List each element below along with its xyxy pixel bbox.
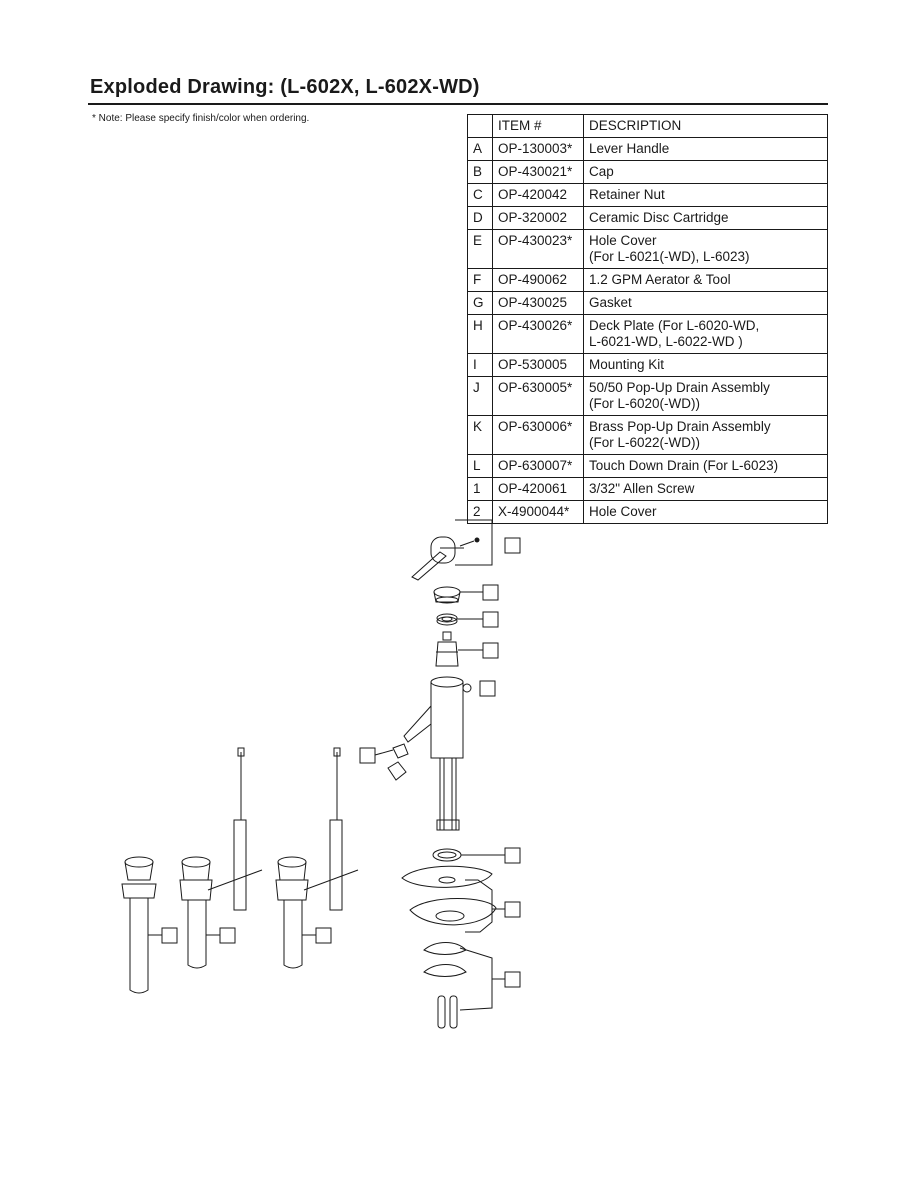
row-description-line-2: (For L-6021(-WD), L-6023) <box>589 249 750 264</box>
row-item-number: OP-320002 <box>492 206 584 230</box>
drain-assembly-k-icon <box>275 747 359 969</box>
row-description-line: Deck Plate (For L-6020-WD, <box>589 318 760 333</box>
row-description-line: Lever Handle <box>589 141 670 156</box>
row-item-number: OP-430023* <box>492 229 584 269</box>
row-item-number: OP-490062 <box>492 268 584 292</box>
header-item: ITEM # <box>492 114 584 138</box>
row-description-line: Ceramic Disc Cartridge <box>589 210 729 225</box>
row-key: A <box>467 137 493 161</box>
row-description-line: Retainer Nut <box>589 187 665 202</box>
deck-plate-icon <box>401 865 493 888</box>
row-key: B <box>467 160 493 184</box>
page-title: Exploded Drawing: (L-602X, L-602X-WD) <box>90 76 480 98</box>
row-description: Retainer Nut <box>583 183 828 207</box>
deck-plate-base-icon <box>409 898 497 926</box>
aerator-icon <box>387 743 409 781</box>
screw-leader <box>459 540 475 547</box>
row-description-line: Brass Pop-Up Drain Assembly <box>589 419 771 434</box>
faucet-body-icon <box>403 676 472 831</box>
row-description: Hole Cover(For L-6021(-WD), L-6023) <box>583 229 828 269</box>
row-key: J <box>467 376 493 416</box>
lever-handle-icon <box>411 536 464 581</box>
row-description: 3/32" Allen Screw <box>583 477 828 501</box>
cap-icon <box>433 586 461 604</box>
row-description-line: 1.2 GPM Aerator & Tool <box>589 272 731 287</box>
row-key: D <box>467 206 493 230</box>
hole-cover-icon <box>462 683 472 693</box>
drain-assembly-j-icon <box>179 747 263 969</box>
gasket-icon <box>432 848 462 862</box>
row-description-line: 3/32" Allen Screw <box>589 481 695 496</box>
row-description: 50/50 Pop-Up Drain Assembly(For L-6020(-… <box>583 376 828 416</box>
row-item-number: OP-430025 <box>492 291 584 315</box>
retainer-nut-icon <box>436 613 458 626</box>
row-description-line-2: (For L-6022(-WD)) <box>589 435 701 450</box>
row-description-line-2: L-6021-WD, L-6022-WD ) <box>589 334 743 349</box>
row-description-line: Mounting Kit <box>589 357 665 372</box>
row-description: Ceramic Disc Cartridge <box>583 206 828 230</box>
row-key: I <box>467 353 493 377</box>
row-item-number: OP-420061 <box>492 477 584 501</box>
row-description: Brass Pop-Up Drain Assembly(For L-6022(-… <box>583 415 828 455</box>
row-key: C <box>467 183 493 207</box>
deck-plate-bracket <box>465 879 493 933</box>
screw-callout-frame <box>455 519 493 566</box>
mounting-kit-icon <box>423 942 467 1029</box>
row-description: Touch Down Drain (For L-6023) <box>583 454 828 478</box>
row-description-line-2: (For L-6020(-WD)) <box>589 396 701 411</box>
row-item-number: OP-130003* <box>492 137 584 161</box>
cartridge-icon <box>435 631 459 667</box>
row-key: E <box>467 229 493 269</box>
mounting-kit-bracket <box>459 947 493 1011</box>
allen-screw-icon <box>474 537 480 543</box>
order-note: * Note: Please specify finish/color when… <box>92 113 310 124</box>
row-description-line: Gasket <box>589 295 632 310</box>
row-description: Mounting Kit <box>583 353 828 377</box>
drain-assembly-l-icon <box>121 856 157 994</box>
row-description-line: Hole Cover <box>589 504 657 519</box>
title-rule <box>88 103 828 105</box>
row-description: Hole Cover <box>583 500 828 524</box>
row-description-line: 50/50 Pop-Up Drain Assembly <box>589 380 770 395</box>
callout-boxes <box>148 537 521 988</box>
row-description-line: Hole Cover <box>589 233 657 248</box>
row-description-line: Cap <box>589 164 614 179</box>
row-item-number: X-4900044* <box>492 500 584 524</box>
row-description-line: Touch Down Drain (For L-6023) <box>589 458 779 473</box>
